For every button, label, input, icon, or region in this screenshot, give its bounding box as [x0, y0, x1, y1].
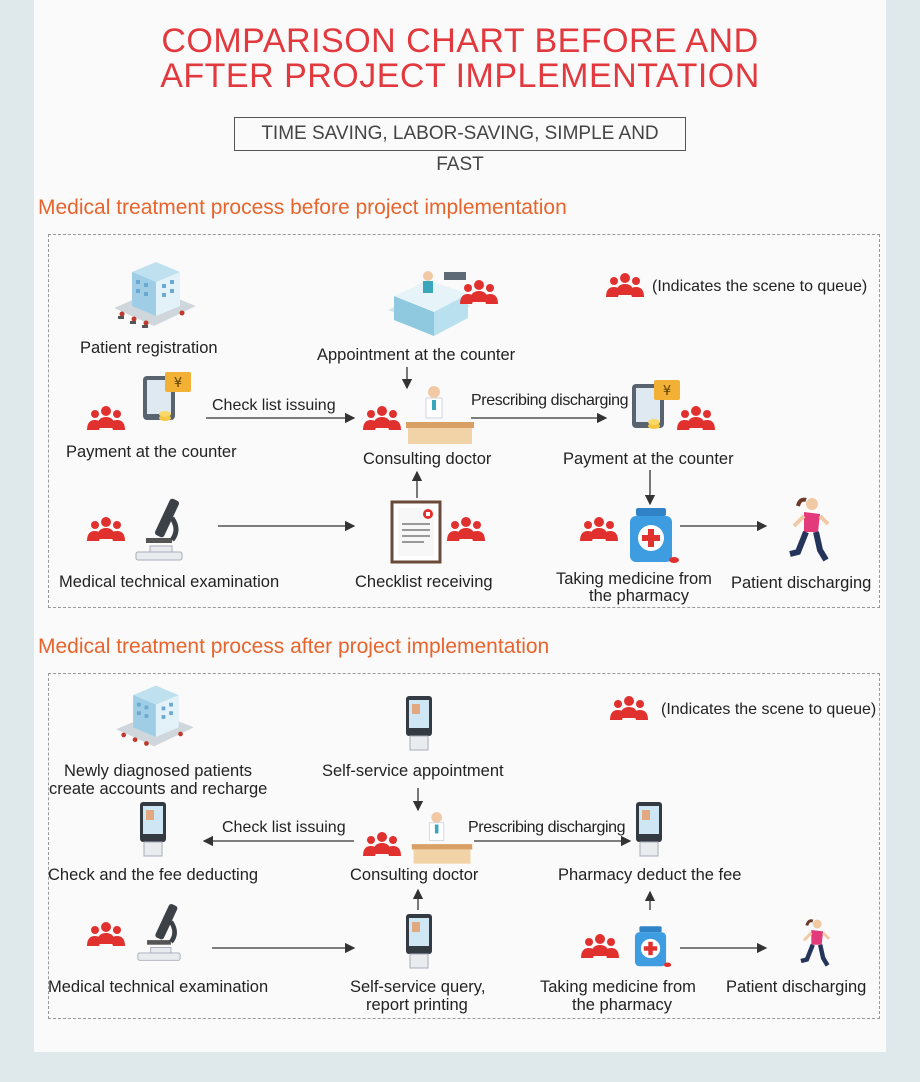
- queue-people-icon: [363, 832, 401, 856]
- label-consulting-doctor-before: Consulting doctor: [363, 450, 492, 468]
- legend-before: (Indicates the scene to queue): [652, 278, 868, 295]
- label-check-fee-deducting: Check and the fee deducting: [48, 866, 259, 884]
- label-payment-counter-right: Payment at the counter: [563, 450, 734, 468]
- queue-people-icon: [363, 406, 401, 430]
- hospital-building-icon: [116, 685, 194, 747]
- legend-after: (Indicates the scene to queue): [661, 701, 877, 718]
- label-self-query-2: report printing: [366, 996, 468, 1014]
- arrow-label-prescribing-after: Prescribing discharging: [468, 819, 626, 836]
- label-patient-discharging-before: Patient discharging: [731, 574, 872, 592]
- label-checklist-receiving: Checklist receiving: [355, 573, 493, 591]
- after-heading: Medical treatment process after project …: [38, 635, 550, 658]
- queue-people-icon: [87, 922, 125, 946]
- running-patient-icon: [800, 919, 831, 967]
- self-service-kiosk-icon: [406, 696, 432, 751]
- title-line-1: COMPARISON CHART BEFORE AND: [161, 22, 759, 60]
- svg-text:¥: ¥: [174, 376, 182, 391]
- after-panel: [48, 673, 880, 1019]
- self-service-kiosk-icon: [406, 914, 432, 969]
- label-medical-exam-before: Medical technical examination: [59, 573, 280, 591]
- label-taking-medicine-before-2: the pharmacy: [589, 587, 689, 605]
- doctor-desk-icon: [411, 812, 473, 864]
- label-patient-registration: Patient registration: [80, 339, 218, 357]
- before-heading: Medical treatment process before project…: [38, 196, 567, 219]
- payment-tablet-icon: ¥: [143, 372, 191, 421]
- arrow-label-prescribing-before: Prescribing discharging: [471, 392, 629, 409]
- label-consulting-doctor-after: Consulting doctor: [350, 866, 479, 884]
- payment-tablet-icon: ¥: [632, 380, 680, 429]
- reception-counter-icon: [388, 271, 470, 336]
- label-medical-exam-after: Medical technical examination: [48, 978, 269, 996]
- arrow-label-check-list-before: Check list issuing: [212, 397, 336, 414]
- doctor-desk-icon: [406, 386, 474, 444]
- infographic-page: COMPARISON CHART BEFORE AND AFTER PROJEC…: [34, 0, 886, 1052]
- title-line-2: AFTER PROJECT IMPLEMENTATION: [160, 57, 760, 95]
- label-appointment-counter: Appointment at the counter: [317, 346, 516, 364]
- label-self-service-appointment: Self-service appointment: [322, 762, 504, 780]
- queue-people-icon: [580, 517, 618, 541]
- flow-arrows: [202, 367, 768, 954]
- queue-people-icon: [606, 273, 644, 297]
- queue-people-icon: [610, 696, 648, 720]
- arrow-label-check-list-after: Check list issuing: [222, 819, 346, 836]
- label-patient-discharging-after: Patient discharging: [726, 978, 867, 996]
- self-service-kiosk-icon: [636, 802, 662, 857]
- queue-people-icon: [460, 280, 498, 304]
- label-self-query-1: Self-service query,: [350, 978, 486, 996]
- microscope-icon: [137, 904, 181, 961]
- label-taking-medicine-after-2: the pharmacy: [572, 996, 672, 1014]
- queue-people-icon: [87, 517, 125, 541]
- microscope-icon: [135, 498, 183, 561]
- label-new-patients-2: create accounts and recharge: [49, 780, 268, 798]
- running-patient-icon: [789, 497, 830, 562]
- checklist-document-icon: [390, 500, 442, 564]
- label-pharmacy-deduct-fee: Pharmacy deduct the fee: [558, 866, 742, 884]
- queue-people-icon: [447, 517, 485, 541]
- queue-people-icon: [677, 406, 715, 430]
- medicine-bottle-icon: [630, 508, 679, 563]
- before-panel: [48, 234, 880, 608]
- label-new-patients-1: Newly diagnosed patients: [64, 762, 253, 780]
- queue-people-icon: [87, 406, 125, 430]
- self-service-kiosk-icon: [140, 802, 166, 857]
- svg-text:¥: ¥: [663, 384, 671, 399]
- hospital-building-icon: [114, 262, 196, 328]
- medicine-bottle-icon: [634, 926, 672, 967]
- label-taking-medicine-before-1: Taking medicine from: [556, 570, 712, 588]
- subtitle-box: TIME SAVING, LABOR-SAVING, SIMPLE AND FA…: [234, 117, 686, 175]
- label-taking-medicine-after-1: Taking medicine from: [540, 978, 696, 996]
- label-payment-counter-left: Payment at the counter: [66, 443, 237, 461]
- queue-people-icon: [581, 934, 619, 958]
